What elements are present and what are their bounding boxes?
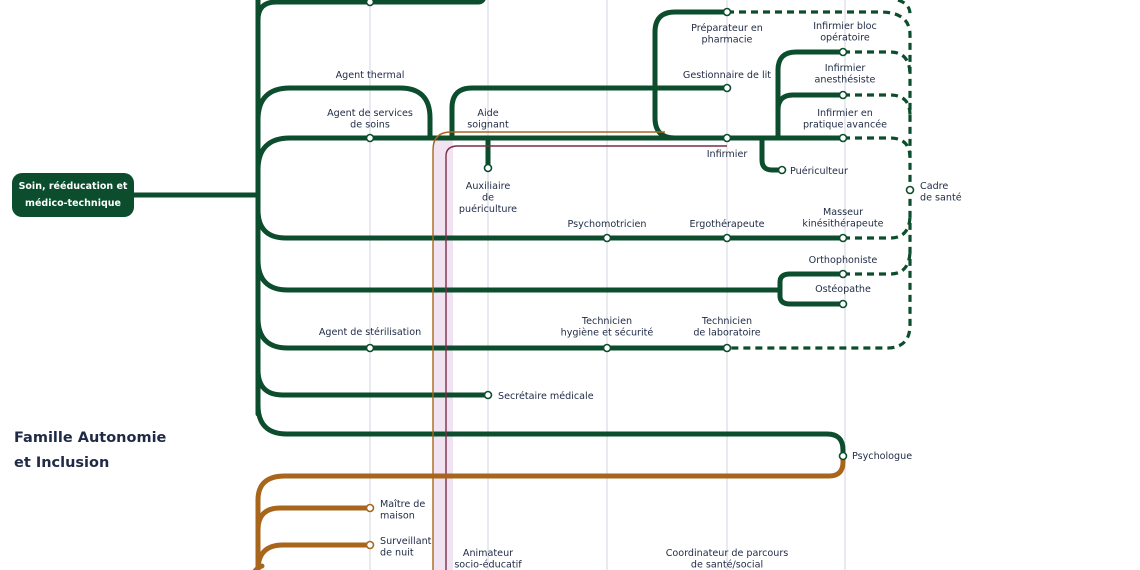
node-psychomotricien[interactable] [602,233,612,243]
label-psychomotricien: Psychomotricien [567,219,646,230]
line-orthophoniste-branch[interactable] [777,271,846,293]
line-osteopathe-branch[interactable] [777,287,846,307]
dashed-orthophoniste[interactable] [843,249,912,276]
label-psychologue: Psychologue [852,451,912,462]
line-infirmier-bloc[interactable] [775,49,846,141]
dashed-anesthesiste[interactable] [843,93,912,116]
dashed-bloc[interactable] [843,50,912,76]
line-orthophoniste[interactable] [255,257,783,293]
label-infirmier: Infirmier [707,149,748,160]
pathway-brown-thin [432,131,665,570]
label-orthophoniste: Orthophoniste [809,255,878,266]
label-puericulteur: Puériculteur [790,165,848,177]
node-gestionnaire-lit[interactable] [722,83,732,93]
brown-line-maitre-maison[interactable] [255,505,373,533]
label-agent-thermal: Agent thermal [336,70,405,81]
node-technicien-hygiene[interactable] [602,343,612,353]
label-ergotherapeute: Ergothérapeute [689,218,764,230]
node-puericulteur[interactable] [777,165,787,175]
dashed-loop-cadre[interactable] [727,10,912,350]
node-osteopathe[interactable] [838,299,848,309]
dashed-top[interactable] [897,0,912,15]
node-masseur[interactable] [838,233,848,243]
node-technicien-laboratoire[interactable] [722,343,732,353]
dashed-masseur[interactable] [843,214,912,240]
dashed-pratique-avancee[interactable] [843,136,912,159]
node-top[interactable] [365,0,375,7]
node-secretaire[interactable] [483,390,493,400]
line-sterilisation[interactable] [255,315,730,351]
node-infirmier-bloc[interactable] [838,47,848,57]
node-orthophoniste[interactable] [838,269,848,279]
line-top[interactable] [255,0,486,23]
line-agent-thermal[interactable] [255,85,433,139]
brown-line-bottom[interactable] [250,563,265,570]
node-cadre-sante[interactable] [905,185,915,195]
line-puericulteur[interactable] [759,135,785,173]
line-secretaire[interactable] [255,367,491,398]
pathway-maroon-thin [445,145,727,570]
line-infirmier-anesthesiste[interactable] [775,92,846,113]
label-secretaire-medicale: Secrétaire médicale [498,390,594,402]
node-maitre-maison[interactable] [365,503,375,513]
line-psychomotricien[interactable] [255,207,846,241]
node-infirmier[interactable] [722,133,732,143]
line-preparateur[interactable] [652,9,730,141]
label-agent-sterilisation: Agent de stérilisation [319,326,421,338]
line-psychologue[interactable] [255,402,846,459]
node-sterilisation[interactable] [365,343,375,353]
node-preparateur[interactable] [722,7,732,17]
root-family-badge[interactable]: Soin, rééducation et médico-technique [12,173,134,217]
brown-line-psychologue[interactable] [255,453,846,570]
node-infirmier-anesthesiste[interactable] [838,90,848,100]
node-ergotherapeute[interactable] [722,233,732,243]
node-psychologue[interactable] [838,451,848,461]
family-title: Famille Autonomie et Inclusion [14,430,167,471]
brown-line-surveillant-nuit[interactable] [255,542,373,570]
label-osteopathe: Ostéopathe [815,283,871,295]
label-gestionnaire-lit: Gestionnaire de lit [683,70,771,81]
pink-band [433,138,453,570]
line-infirmier[interactable] [255,135,846,173]
node-pratique-avancee[interactable] [838,133,848,143]
node-surveillant-nuit[interactable] [365,540,375,550]
node-agent-services-soins[interactable] [365,133,375,143]
node-auxiliaire[interactable] [483,163,493,173]
line-gestionnaire-lit[interactable] [449,85,730,139]
